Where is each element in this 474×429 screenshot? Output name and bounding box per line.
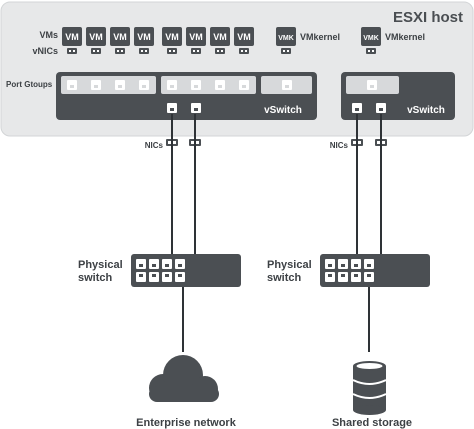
vswitch-left-uplink-1-icon <box>167 103 177 113</box>
switch-port-icon <box>364 259 374 269</box>
port-icon <box>115 80 125 90</box>
vm-box: VM <box>186 27 206 46</box>
nics-right-label: NICs <box>330 141 349 150</box>
vswitch-right-label: vSwitch <box>407 105 445 116</box>
vnic-icon <box>67 48 77 54</box>
vnics-label: vNICs <box>32 46 58 56</box>
vm-box: VM <box>134 27 154 46</box>
vnic-row <box>67 48 249 54</box>
vswitch-right-uplink-2-icon <box>376 103 386 113</box>
vm-box: VM <box>62 27 82 46</box>
vmk-right-badge: VMK <box>363 35 379 42</box>
switch-port-icon <box>338 259 348 269</box>
physical-switch-left <box>131 254 241 287</box>
vmk-right-vnic-icon <box>366 48 376 54</box>
port-icon <box>215 80 225 90</box>
vms-label: VMs <box>39 30 58 40</box>
vm-box: VM <box>110 27 130 46</box>
vmkernel-label: VMkernel <box>300 32 340 42</box>
vm-label: VM <box>137 32 151 42</box>
port-group-1 <box>61 76 156 94</box>
vswitch-left-uplink-2-icon <box>191 103 201 113</box>
physical-switch-right <box>320 254 430 287</box>
vm-box: VM <box>234 27 254 46</box>
cloud-icon <box>149 355 219 402</box>
port-icon <box>239 80 249 90</box>
switch-port-icon <box>325 272 335 282</box>
vnic-icon <box>215 48 225 54</box>
vm-label: VM <box>113 32 127 42</box>
port-icon <box>67 80 77 90</box>
port-icon <box>167 80 177 90</box>
vmkernel-right-label: VMkernel <box>385 32 425 42</box>
switch-port-icon <box>162 259 172 269</box>
switch-port-icon <box>136 259 146 269</box>
switch-port-icon <box>149 259 159 269</box>
vm-box: VM <box>210 27 230 46</box>
vmk-vnic-icon <box>281 48 291 54</box>
switch-port-icon <box>351 272 361 282</box>
vswitch-right-uplink-1-icon <box>352 103 362 113</box>
vmk-box <box>276 27 296 46</box>
physical-switch-right-ports <box>325 259 374 282</box>
enterprise-network-label: Enterprise network <box>136 417 237 429</box>
vm-label: VM <box>165 32 179 42</box>
vm-box: VM <box>162 27 182 46</box>
port-icon <box>91 80 101 90</box>
switch-port-icon <box>338 272 348 282</box>
switch-port-icon <box>325 259 335 269</box>
vm-label: VM <box>189 32 203 42</box>
vnic-icon <box>167 48 177 54</box>
vswitch-left-label: vSwitch <box>264 105 302 116</box>
switch-port-icon <box>162 272 172 282</box>
port-icon <box>191 80 201 90</box>
vm-label: VM <box>237 32 251 42</box>
shared-storage-label: Shared storage <box>332 417 412 429</box>
vm-label: VM <box>65 32 79 42</box>
physical-switch-left-ports <box>136 259 185 282</box>
vnic-icon <box>139 48 149 54</box>
vm-label: VM <box>89 32 103 42</box>
physical-switch-left-label-line1: Physical <box>78 259 123 271</box>
port-icon <box>139 80 149 90</box>
switch-port-icon <box>351 259 361 269</box>
switch-port-icon <box>175 272 185 282</box>
vmk-badge: VMK <box>278 35 294 42</box>
physical-switch-right-label-line1: Physical <box>267 259 312 271</box>
port-group-4-port-icon <box>367 80 377 90</box>
vnic-icon <box>115 48 125 54</box>
vm-row: VM VM VM VM VM VM VM VM <box>62 27 254 46</box>
switch-port-icon <box>175 259 185 269</box>
switch-port-icon <box>149 272 159 282</box>
vnic-icon <box>191 48 201 54</box>
vnic-icon <box>239 48 249 54</box>
port-groups-label: Port Gtoups <box>6 80 53 89</box>
switch-port-icon <box>364 272 374 282</box>
esxi-host-title: ESXI host <box>393 9 463 26</box>
port-group-2 <box>161 76 256 94</box>
nics-left-label: NICs <box>145 141 164 150</box>
port-group-ports <box>67 80 292 90</box>
physical-switch-right-label-line2: switch <box>267 272 302 284</box>
vnic-icon <box>91 48 101 54</box>
database-icon <box>352 361 387 415</box>
switch-port-icon <box>136 272 146 282</box>
port-icon <box>282 80 292 90</box>
vm-label: VM <box>213 32 227 42</box>
vm-box: VM <box>86 27 106 46</box>
vmk-right-box <box>361 27 381 46</box>
physical-switch-left-label-line2: switch <box>78 272 113 284</box>
